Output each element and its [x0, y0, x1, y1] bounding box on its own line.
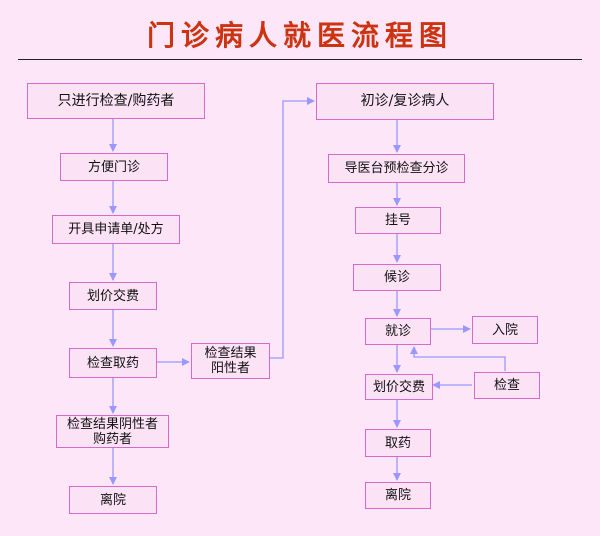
node-label: 离院: [99, 492, 126, 508]
title-divider: [18, 59, 582, 60]
node-label: 只进行检查/购药者: [57, 92, 175, 109]
node-label: 离院: [384, 488, 411, 503]
node-pricing-payment-right: 划价交费: [365, 374, 433, 400]
node-label: 划价交费: [372, 379, 425, 395]
node-convenience-clinic: 方便门诊: [60, 153, 168, 181]
node-guide-desk-triage: 导医台预检查分诊: [328, 154, 465, 183]
node-label: 取药: [384, 435, 411, 451]
node-discharge-right: 离院: [365, 482, 431, 509]
node-waiting: 候诊: [353, 264, 441, 291]
node-label: 导医台预检查分诊: [344, 161, 449, 176]
node-first-return-patient: 初诊/复诊病人: [316, 83, 494, 120]
node-label: 检查: [493, 378, 520, 393]
node-negative-result-buyer: 检查结果阴性者 购药者: [56, 415, 169, 448]
node-label: 划价交费: [86, 288, 139, 304]
arrow-exam-back-to-consult: [410, 346, 506, 371]
node-consultation: 就诊: [365, 318, 431, 345]
node-get-medicine: 取药: [365, 429, 431, 457]
node-exam-or-medicine-only: 只进行检查/购药者: [27, 83, 205, 119]
node-exam-get-medicine: 检查取药: [69, 348, 157, 378]
node-label: 检查取药: [86, 355, 139, 371]
node-label: 方便门诊: [87, 159, 140, 175]
node-label: 检查结果阴性者 购药者: [66, 416, 158, 447]
node-label: 就诊: [384, 324, 411, 339]
node-label: 开具申请单/处方: [68, 222, 164, 237]
node-label: 检查结果 阳性者: [204, 346, 257, 376]
node-label: 入院: [491, 322, 518, 338]
node-label: 挂号: [384, 213, 411, 228]
node-label: 候诊: [383, 270, 410, 285]
node-label: 初诊/复诊病人: [360, 93, 450, 109]
arrow-positive-to-first-visit: [270, 97, 315, 359]
node-discharge-left: 离院: [69, 486, 157, 514]
page-title: 门诊病人就医流程图: [146, 19, 453, 52]
node-admission: 入院: [472, 316, 538, 344]
node-register: 挂号: [355, 207, 441, 234]
node-positive-result: 检查结果 阳性者: [191, 343, 270, 379]
node-issue-request-prescription: 开具申请单/处方: [52, 215, 180, 244]
node-pricing-payment-left: 划价交费: [69, 282, 157, 310]
node-examination: 检查: [474, 372, 540, 399]
